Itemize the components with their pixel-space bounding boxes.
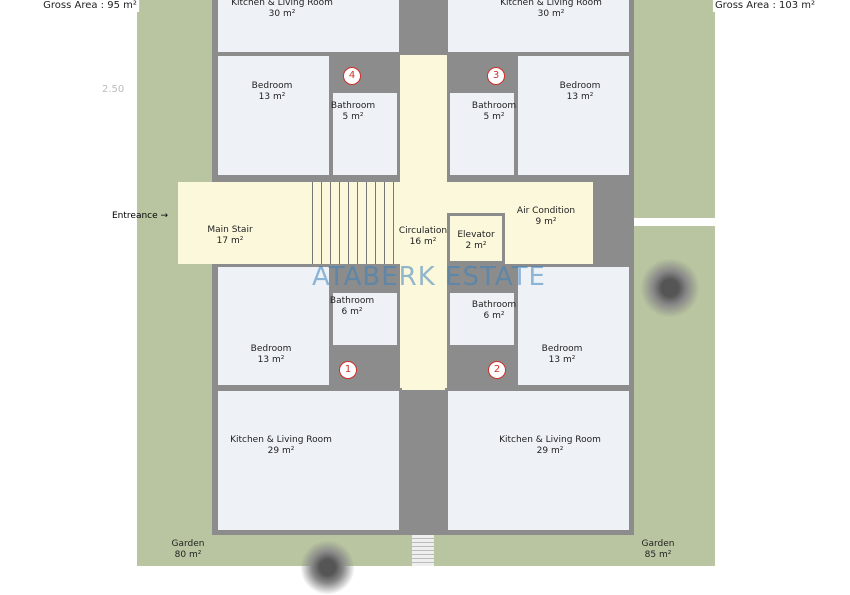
room-kitchen-br: [445, 388, 632, 533]
garden-gap: [595, 218, 715, 226]
stair-landing: [178, 182, 306, 264]
entry-path: [412, 535, 434, 566]
room-bedroom-tr: [515, 53, 632, 178]
unit-number-4: 4: [343, 67, 361, 85]
entrance-text: Entreance: [112, 211, 158, 221]
room-bath-bl: [330, 290, 400, 348]
room-circulation: [400, 55, 447, 390]
entrance-label: Entreance →: [112, 211, 168, 221]
watermark: ATABERK ESTATE: [312, 262, 546, 292]
room-bedroom-tl: [215, 53, 332, 178]
gross-area-left: Gross Area : 95 m²: [41, 0, 139, 12]
unit-number-2: 2: [488, 361, 506, 379]
room-kitchen-bl: [215, 388, 402, 533]
room-bath-tl: [330, 90, 400, 178]
room-bedroom-br: [515, 264, 632, 388]
room-bedroom-bl: [215, 264, 332, 388]
room-bath-tr: [447, 90, 517, 178]
dimension-label: 2.50: [102, 84, 125, 95]
unit-number-3: 3: [487, 67, 505, 85]
tree-icon: [300, 540, 355, 595]
unit-number-1: 1: [339, 361, 357, 379]
tree-icon: [640, 258, 700, 318]
room-elevator: [447, 213, 505, 264]
arrow-right-icon: →: [160, 211, 169, 221]
room-bath-br: [447, 290, 517, 348]
floor-plan: Gross Area : 95 m² Gross Area : 103 m² 2…: [41, 0, 818, 595]
gross-area-right: Gross Area : 103 m²: [712, 0, 818, 12]
